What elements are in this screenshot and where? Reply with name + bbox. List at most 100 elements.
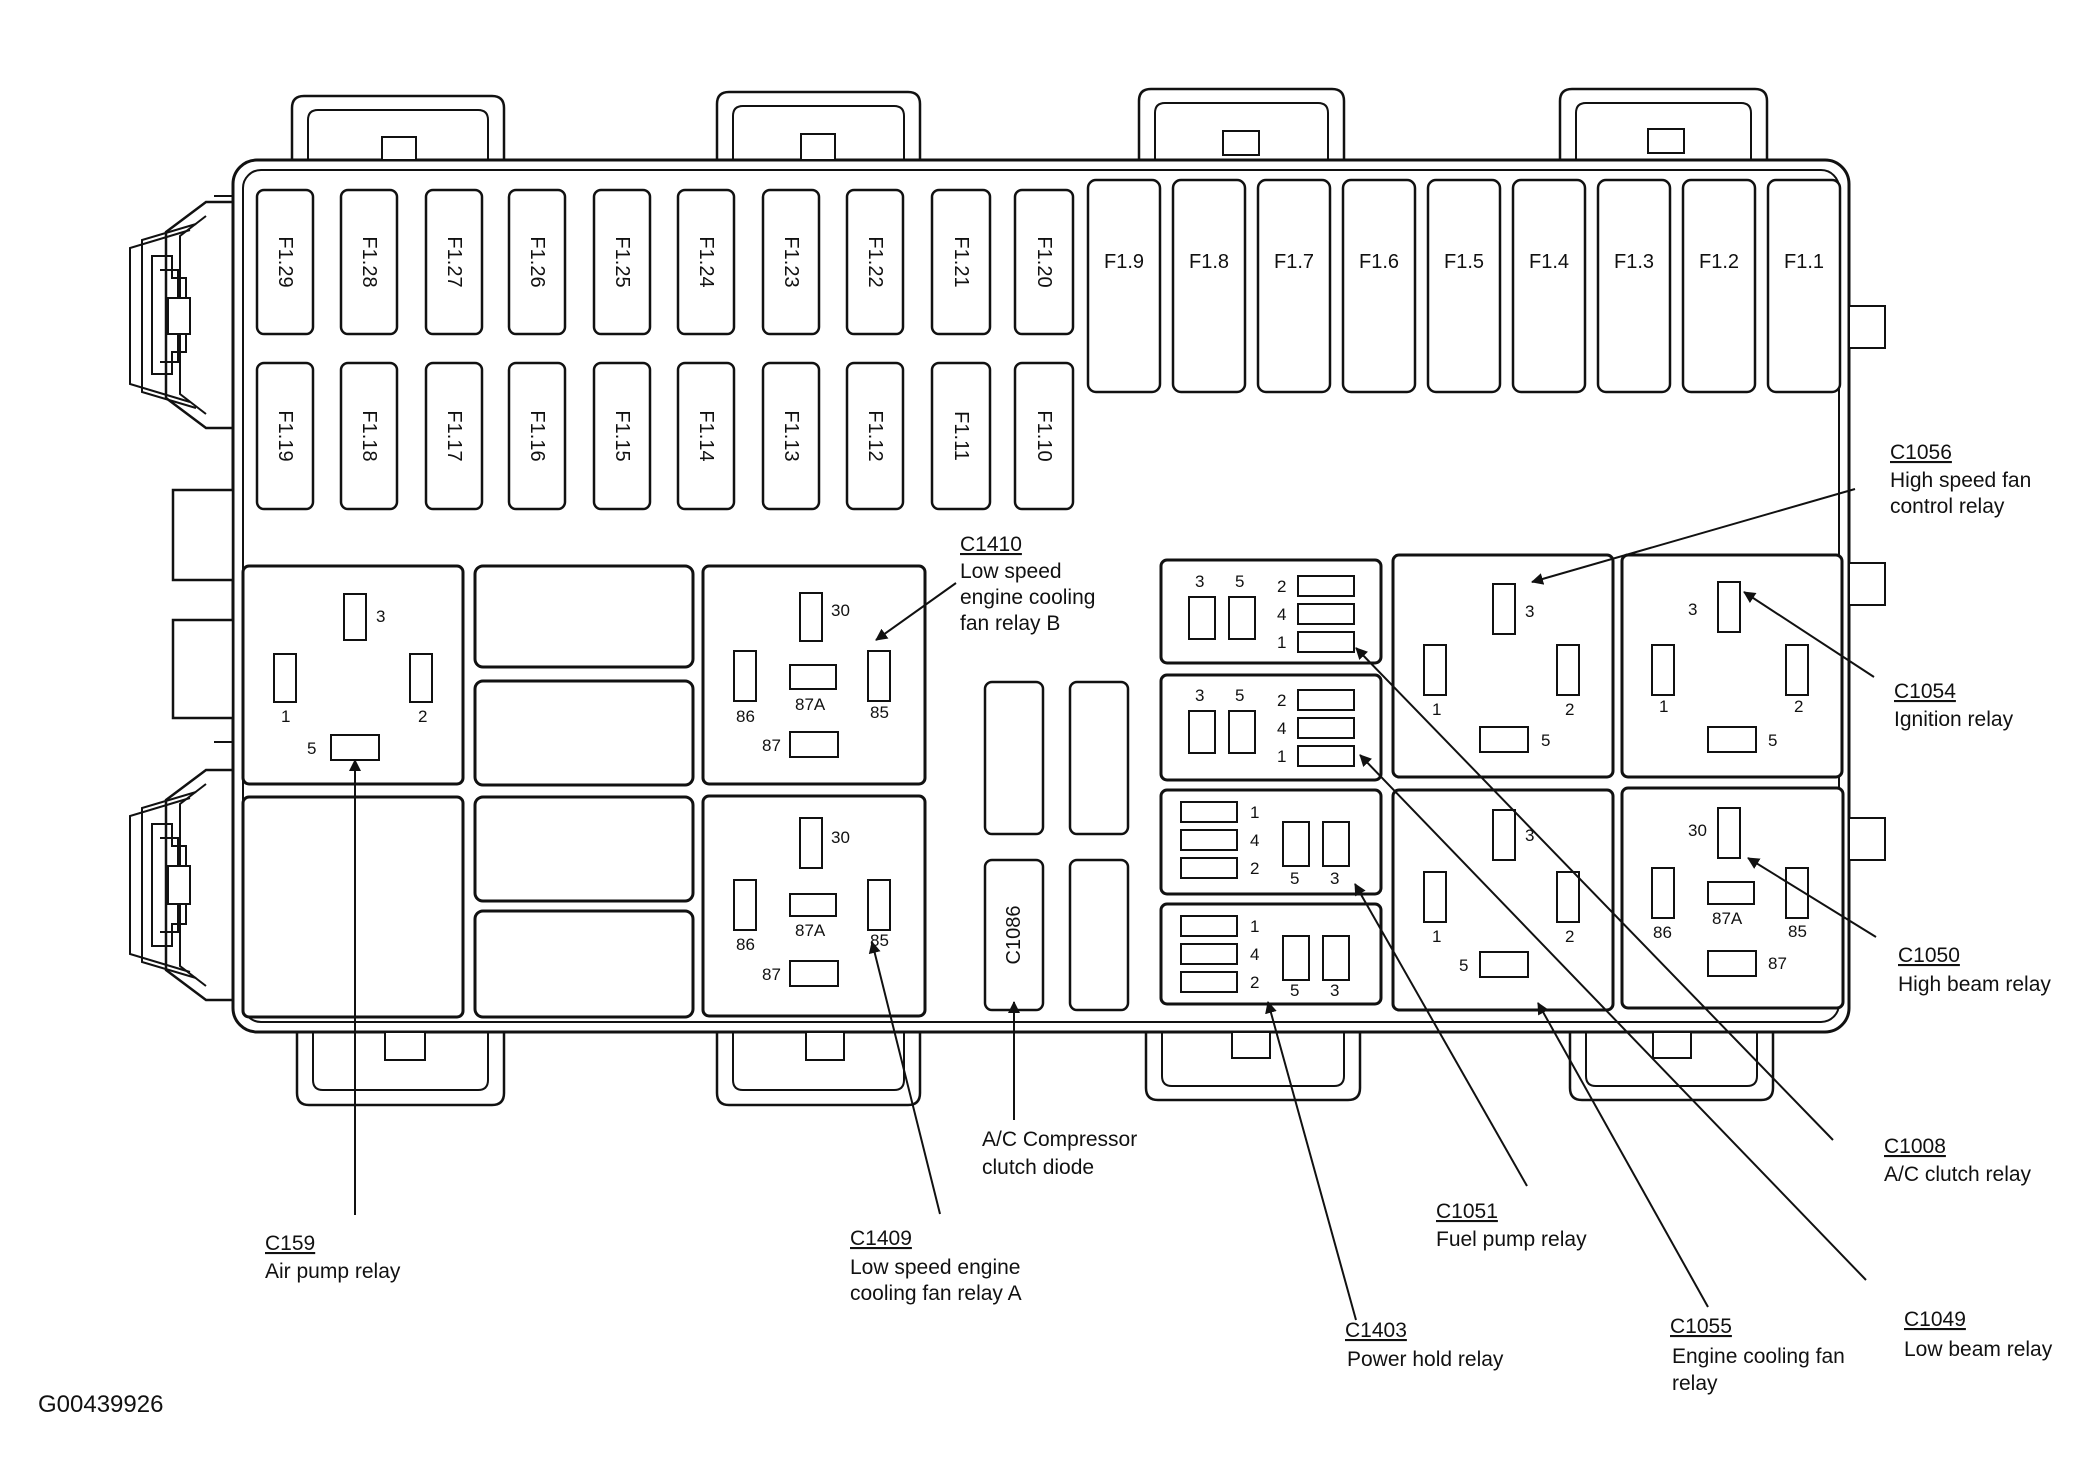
fuse-f1-10[interactable]: F1.10: [1013, 361, 1075, 511]
fuse-f1-14[interactable]: F1.14: [676, 361, 736, 511]
housing-bottom-tabs: [295, 1031, 1775, 1107]
pin-label-87a: 87A: [1712, 909, 1743, 928]
fuse-f1-28[interactable]: F1.28: [339, 188, 399, 336]
pin-label-4: 4: [1250, 831, 1259, 850]
fuse-f1-26[interactable]: F1.26: [507, 188, 567, 336]
center-slots: [983, 680, 1130, 1012]
relay-socket-c1056[interactable]: 3 1 2 5: [1391, 553, 1615, 779]
fuse-f1-15[interactable]: F1.15: [592, 361, 652, 511]
fuse-f1-22[interactable]: F1.22: [845, 188, 905, 336]
left-side-blocks: [171, 195, 235, 743]
relay-socket-c1410[interactable]: 30 86 87A 85 87: [701, 564, 927, 786]
relay-socket-c159[interactable]: 3 1 2 5: [241, 564, 465, 786]
callout-id: C1409: [850, 1227, 912, 1250]
pin-label-5: 5: [1235, 686, 1244, 705]
pin-label-30: 30: [831, 828, 850, 847]
fuse-label: F1.8: [1189, 251, 1229, 273]
pin-label-5: 5: [1768, 731, 1777, 750]
pin-label-1: 1: [1432, 927, 1441, 946]
fuse-label: F1.29: [274, 236, 296, 287]
pin-label-1: 1: [1432, 700, 1441, 719]
fuse-f1-29[interactable]: F1.29: [255, 188, 315, 336]
fuse-label: F1.17: [443, 410, 465, 461]
fuse-f1-7[interactable]: F1.7: [1256, 178, 1332, 394]
callout-line: Engine cooling fan: [1672, 1345, 1845, 1368]
figure-id: G00439926: [38, 1391, 163, 1418]
callout-line: High beam relay: [1898, 973, 2051, 996]
callout-id: C1008: [1884, 1135, 1946, 1158]
pin-label-87: 87: [762, 736, 781, 755]
micro-relay-socket-c1403[interactable]: 1 4 2 5 3: [1159, 902, 1383, 1006]
fuse-f1-13[interactable]: F1.13: [761, 361, 821, 511]
relay-socket-c1050[interactable]: 30 86 87A 85 87: [1620, 786, 1845, 1010]
fuse-f1-6[interactable]: F1.6: [1341, 178, 1417, 394]
callout-id: C1049: [1904, 1308, 1966, 1331]
empty-socket-lower-left: [241, 795, 465, 1019]
callout-line: control relay: [1890, 495, 2005, 518]
fuse-label: F1.10: [1033, 410, 1055, 461]
callout-c1055: C1055 Engine cooling fan relay: [1670, 1315, 1845, 1395]
fuse-label: F1.2: [1699, 251, 1739, 273]
pin-label-87: 87: [762, 965, 781, 984]
fuse-f1-24[interactable]: F1.24: [676, 188, 736, 336]
fuse-f1-20[interactable]: F1.20: [1013, 188, 1075, 336]
fuse-f1-11[interactable]: F1.11: [930, 361, 992, 511]
diode-c1086[interactable]: C1086: [983, 858, 1045, 1012]
callout-line: Low beam relay: [1904, 1338, 2053, 1361]
fuse-f1-23[interactable]: F1.23: [761, 188, 821, 336]
callout-c1056: C1056 High speed fan control relay: [1890, 441, 2031, 518]
callout-id: C1056: [1890, 441, 1952, 464]
pin-label-4: 4: [1277, 605, 1286, 624]
fuse-f1-21[interactable]: F1.21: [930, 188, 992, 336]
fuse-f1-5[interactable]: F1.5: [1426, 178, 1502, 394]
fuse-label: F1.28: [358, 236, 380, 287]
micro-relay-socket-c1051[interactable]: 1 4 2 5 3: [1159, 788, 1383, 896]
fuse-f1-8[interactable]: F1.8: [1171, 178, 1247, 394]
callout-line: Ignition relay: [1894, 708, 2014, 731]
fuse-f1-27[interactable]: F1.27: [424, 188, 484, 336]
pin-label-3: 3: [376, 607, 385, 626]
callout-c1050: C1050 High beam relay: [1898, 944, 2051, 996]
fuse-label: F1.3: [1614, 251, 1654, 273]
fuse-f1-18[interactable]: F1.18: [339, 361, 399, 511]
callout-line: Air pump relay: [265, 1260, 401, 1283]
fuse-f1-19[interactable]: F1.19: [255, 361, 315, 511]
fuse-f1-25[interactable]: F1.25: [592, 188, 652, 336]
callout-line: cooling fan relay A: [850, 1282, 1022, 1305]
fuse-f1-17[interactable]: F1.17: [424, 361, 484, 511]
callout-c1049: C1049 Low beam relay: [1904, 1308, 2053, 1361]
pin-label-2: 2: [1277, 577, 1286, 596]
relay-socket-c1054[interactable]: 3 1 2 5: [1620, 553, 1844, 779]
micro-relay-socket-c1008[interactable]: 3 5 2 4 1: [1159, 558, 1383, 665]
fuse-label: F1.11: [950, 411, 972, 461]
relay-socket-c1409[interactable]: 30 86 87A 85 87: [701, 794, 927, 1018]
fuse-f1-12[interactable]: F1.12: [845, 361, 905, 511]
pin-label-3: 3: [1195, 572, 1204, 591]
callout-id: C1050: [1898, 944, 1960, 967]
fuse-label: F1.18: [358, 410, 380, 461]
fuse-f1-1[interactable]: F1.1: [1766, 178, 1842, 394]
fuse-f1-2[interactable]: F1.2: [1681, 178, 1757, 394]
fuse-f1-4[interactable]: F1.4: [1511, 178, 1587, 394]
pin-label-4: 4: [1250, 945, 1259, 964]
callout-id: C1054: [1894, 680, 1956, 703]
fuse-f1-9[interactable]: F1.9: [1086, 178, 1162, 394]
pin-label-3: 3: [1688, 600, 1697, 619]
pin-label-86: 86: [736, 707, 755, 726]
pin-label-2: 2: [1250, 973, 1259, 992]
pin-label-86: 86: [1653, 923, 1672, 942]
pin-label-5: 5: [1235, 572, 1244, 591]
fuse-f1-16[interactable]: F1.16: [507, 361, 567, 511]
pin-label-85: 85: [870, 703, 889, 722]
pin-label-4: 4: [1277, 719, 1286, 738]
fuse-label: F1.14: [695, 410, 717, 461]
pin-label-3: 3: [1195, 686, 1204, 705]
fuse-label: F1.25: [611, 236, 633, 287]
fuse-label: F1.13: [780, 410, 802, 461]
callout-line: fan relay B: [960, 612, 1060, 635]
pin-label-2: 2: [1250, 859, 1259, 878]
micro-relay-socket-c1049[interactable]: 3 5 2 4 1: [1159, 673, 1383, 782]
fuse-label: F1.9: [1104, 251, 1144, 273]
callout-line: clutch diode: [982, 1156, 1094, 1179]
fuse-f1-3[interactable]: F1.3: [1596, 178, 1672, 394]
